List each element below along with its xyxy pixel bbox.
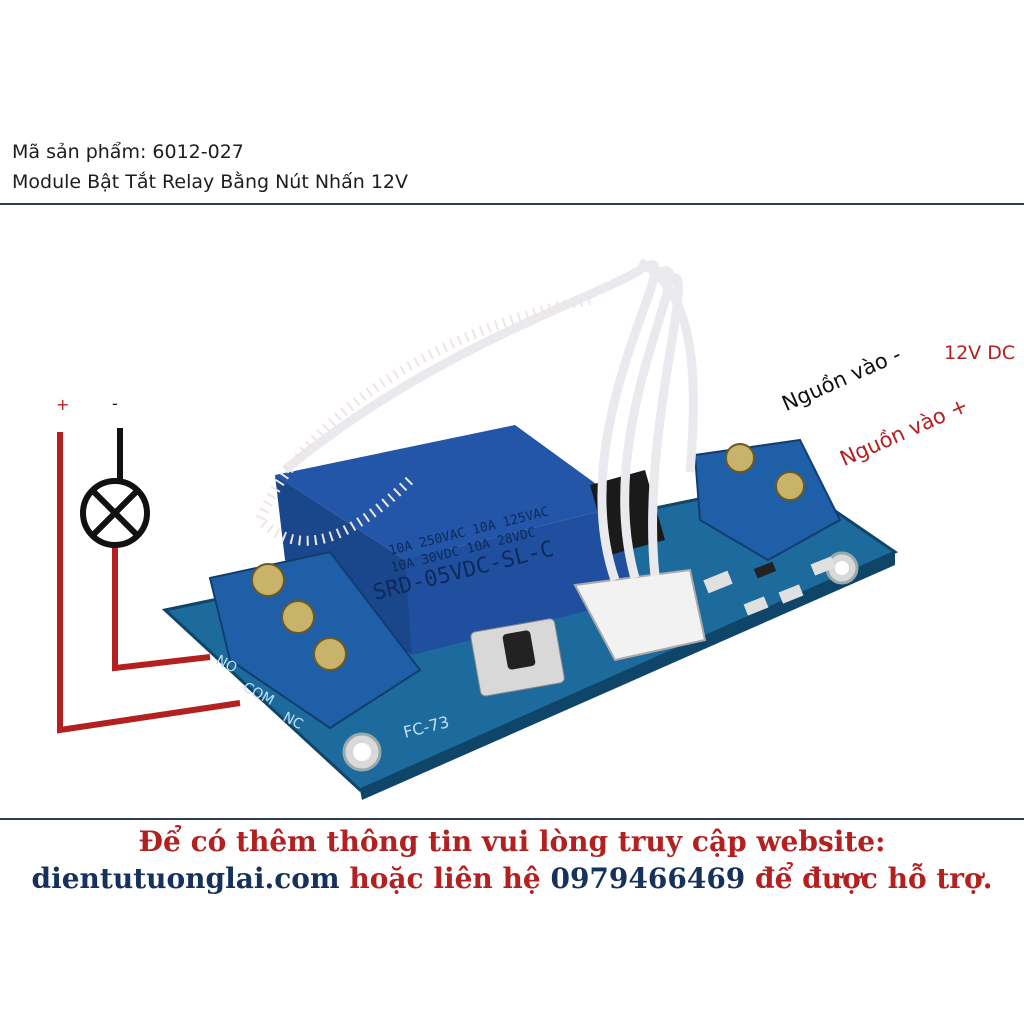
- footer-divider: [0, 818, 1024, 820]
- website-link[interactable]: dientutuonglai.com: [31, 862, 340, 895]
- screw-no: [251, 563, 285, 597]
- footer-line-2: dientutuonglai.com hoặc liên hệ 09794664…: [0, 862, 1024, 895]
- phone-number[interactable]: 0979466469: [550, 862, 746, 895]
- footer-line-1: Để có thêm thông tin vui lòng truy cập w…: [138, 825, 886, 858]
- contact-text: hoặc liên hệ: [339, 862, 551, 895]
- wire-com: [112, 545, 211, 672]
- lamp-plus-label: +: [56, 395, 70, 414]
- support-text: để được hỗ trợ.: [745, 862, 993, 895]
- wire-no: [57, 432, 241, 734]
- screw-com: [281, 600, 315, 634]
- lamp-minus-label: -: [112, 394, 118, 413]
- relay-body: [275, 425, 625, 560]
- product-name: Module Bật Tắt Relay Bằng Nút Nhấn 12V: [12, 171, 408, 193]
- screw-nc: [313, 637, 347, 671]
- product-code: Mã sản phẩm: 6012-027: [12, 141, 244, 163]
- header-divider: [0, 203, 1024, 205]
- voltage-label: 12V DC: [944, 342, 1016, 364]
